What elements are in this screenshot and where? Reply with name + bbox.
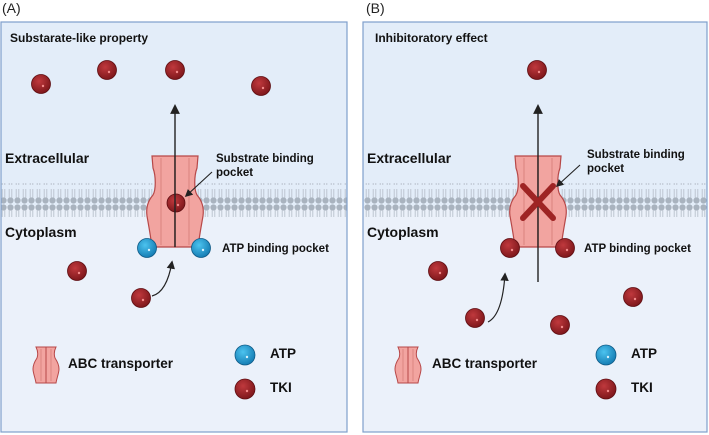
cytoplasm-label: Cytoplasm bbox=[5, 224, 77, 240]
legend-tki-label: TKI bbox=[270, 380, 292, 395]
tki-molecule-icon bbox=[555, 238, 575, 258]
abc-transporter-icon bbox=[146, 155, 204, 248]
pocket-pointer-arrow bbox=[555, 164, 581, 188]
entry-arrow-icon bbox=[487, 272, 509, 323]
atp-pocket-label: ATP binding pocket bbox=[584, 243, 691, 255]
inhibition-cross-icon bbox=[520, 183, 556, 221]
pocket-pointer-arrow bbox=[184, 171, 213, 198]
tki-molecule-icon bbox=[428, 261, 448, 281]
tki-molecule-icon bbox=[31, 74, 51, 94]
legend-transporter-icon bbox=[394, 346, 422, 384]
substrate-pocket-label-line1: Substrate binding bbox=[216, 153, 314, 165]
tki-molecule-icon bbox=[131, 288, 151, 308]
tki-molecule-icon bbox=[251, 76, 271, 96]
substrate-pocket-label: Substrate binding pocket bbox=[216, 152, 314, 180]
tki-molecule-icon bbox=[550, 315, 570, 335]
entry-arrow-icon bbox=[151, 260, 175, 297]
tki-molecule-icon bbox=[67, 261, 87, 281]
legend-atp-label: ATP bbox=[270, 346, 296, 361]
panel-title: Substarate-like property bbox=[10, 31, 149, 45]
atp-molecule-icon bbox=[137, 238, 157, 258]
panel-border bbox=[0, 21, 348, 433]
legend-tki-icon bbox=[595, 378, 617, 400]
legend-atp-label: ATP bbox=[631, 346, 657, 361]
tki-molecule-icon bbox=[500, 238, 520, 258]
extracellular-label: Extracellular bbox=[5, 150, 90, 166]
panel-border bbox=[362, 21, 708, 433]
substrate-pocket-label-line1: Substrate binding bbox=[587, 149, 685, 161]
legend-atp-icon bbox=[595, 344, 617, 366]
cytoplasm-label: Cytoplasm bbox=[367, 224, 439, 240]
abc-transporter-icon bbox=[509, 155, 567, 248]
tki-molecule-icon bbox=[166, 193, 186, 213]
tki-molecule-icon bbox=[465, 308, 485, 328]
tki-molecule-icon bbox=[165, 60, 185, 80]
atp-molecule-icon bbox=[191, 238, 211, 258]
tki-molecule-icon bbox=[527, 60, 547, 80]
atp-pocket-label: ATP binding pocket bbox=[222, 243, 329, 255]
substrate-pocket-label-line2: pocket bbox=[587, 163, 625, 175]
substrate-pocket-label-line2: pocket bbox=[216, 167, 254, 179]
tki-molecule-icon bbox=[97, 60, 117, 80]
legend-atp-icon bbox=[234, 344, 256, 366]
tki-molecule-icon bbox=[623, 287, 643, 307]
panel-title: Inhibitoratory effect bbox=[375, 31, 488, 45]
extracellular-label: Extracellular bbox=[367, 150, 452, 166]
legend-tki-label: TKI bbox=[631, 380, 653, 395]
panel-label: (A) bbox=[2, 0, 21, 16]
panel-a bbox=[0, 21, 348, 433]
legend-tki-icon bbox=[234, 378, 256, 400]
legend-transporter-label: ABC transporter bbox=[68, 356, 174, 371]
panel-b bbox=[362, 21, 708, 433]
legend-transporter-label: ABC transporter bbox=[432, 356, 538, 371]
substrate-pocket-label: Substrate binding pocket bbox=[587, 148, 685, 176]
panel-label: (B) bbox=[366, 0, 385, 16]
legend-transporter-icon bbox=[32, 346, 60, 384]
